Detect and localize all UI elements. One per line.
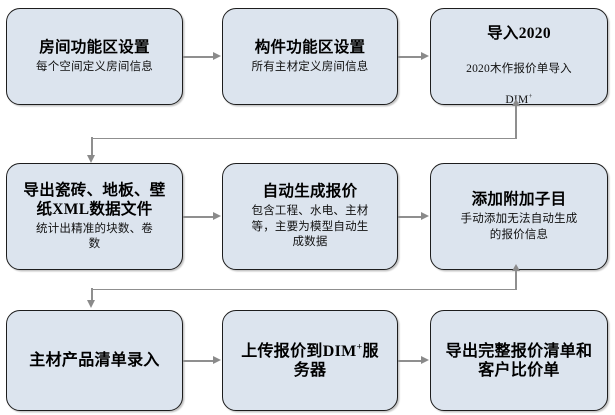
node-title: 房间功能区设置 (39, 38, 150, 56)
node-title-product: DIM+ (322, 341, 363, 360)
process-node-component-function-area[interactable]: 构件功能区设置 所有主材定义房间信息 (222, 8, 398, 105)
process-node-room-function-area[interactable]: 房间功能区设置 每个空间定义房间信息 (6, 8, 183, 105)
node-title-format: XML (52, 200, 90, 218)
process-node-export-xml[interactable]: 导出瓷砖、地板、壁纸XML数据文件 统计出精准的块数、卷 数 (6, 163, 183, 270)
process-node-main-material-list-entry[interactable]: 主材产品清单录入 (6, 310, 183, 411)
edge-arrow-stub-n3 (511, 99, 520, 106)
process-node-add-extra-items[interactable]: 添加附加子目 手动添加无法自动生成 的报价信息 (430, 163, 608, 270)
superscript-plus: + (356, 341, 363, 353)
node-subtitle: 统计出精准的块数、卷 数 (36, 222, 153, 251)
edge-line-n7-n8 (184, 360, 214, 362)
node-subtitle-year: 2020 (466, 62, 490, 75)
edge-line-n4-enter (91, 137, 93, 156)
node-title: 添加附加子目 (471, 191, 567, 208)
edge-arrow-n4-n5 (213, 212, 221, 221)
node-title-text-year: 2020 (518, 25, 551, 42)
edge-line-n7-enter (91, 288, 93, 302)
edge-line-n8-n9 (399, 360, 422, 362)
process-node-import-2020[interactable]: 导入2020 2020木作报价单导入 DIM+ (430, 5, 608, 108)
process-node-upload-quote-to-server[interactable]: 上传报价到DIM+服务器 (222, 310, 398, 411)
edge-line-n3-n4-horizontal (91, 137, 516, 140)
edge-line-n2-n3 (399, 56, 422, 58)
node-title: 主材产品清单录入 (29, 352, 160, 369)
edge-arrow-n1-n2 (213, 52, 221, 61)
process-node-auto-generate-quote[interactable]: 自动生成报价 包含工程、水电、主材 等，主要为模型自动生 成数据 (222, 163, 398, 270)
node-subtitle: 手动添加无法自动生成 的报价信息 (460, 213, 578, 241)
edge-arrow-n7-n8 (213, 356, 221, 365)
node-subtitle: 2020木作报价单导入 DIM+ (466, 46, 572, 108)
edge-line-n5-n6 (399, 216, 422, 218)
edge-line-n3-drop (515, 105, 517, 139)
edge-arrow-n5-n6 (421, 212, 429, 221)
edge-line-n6-drop (515, 270, 517, 290)
edge-line-n6-n7-horizontal (91, 288, 516, 291)
process-node-export-full-quote[interactable]: 导出完整报价清单和 客户比价单 (430, 310, 608, 411)
node-title: 上传报价到DIM+服务器 (241, 341, 379, 379)
node-title: 导入2020 (487, 5, 551, 43)
node-title-text-prefix: 导入 (487, 25, 519, 42)
node-title: 导出完整报价清单和 客户比价单 (445, 342, 593, 379)
node-subtitle: 所有主材定义房间信息 (251, 60, 369, 73)
edge-arrow-n2-n3 (421, 52, 429, 61)
superscript-plus: + (528, 91, 533, 100)
node-subtitle-text: 木作报价单导入 (489, 62, 572, 75)
edge-line-n1-n2 (184, 56, 214, 58)
node-title: 导出瓷砖、地板、壁纸XML数据文件 (23, 181, 166, 218)
node-subtitle: 包含工程、水电、主材 等，主要为模型自动生 成数据 (251, 205, 369, 249)
node-title: 自动生成报价 (262, 183, 358, 201)
edge-line-n4-n5 (184, 216, 214, 218)
edge-arrow-n6-n7 (87, 300, 96, 308)
node-subtitle: 每个空间定义房间信息 (36, 60, 153, 73)
edge-arrow-n8-n9 (421, 356, 429, 365)
edge-arrow-n3-n4 (87, 155, 96, 163)
node-title: 构件功能区设置 (254, 38, 366, 56)
edge-arrow-stub-n6 (511, 264, 520, 271)
